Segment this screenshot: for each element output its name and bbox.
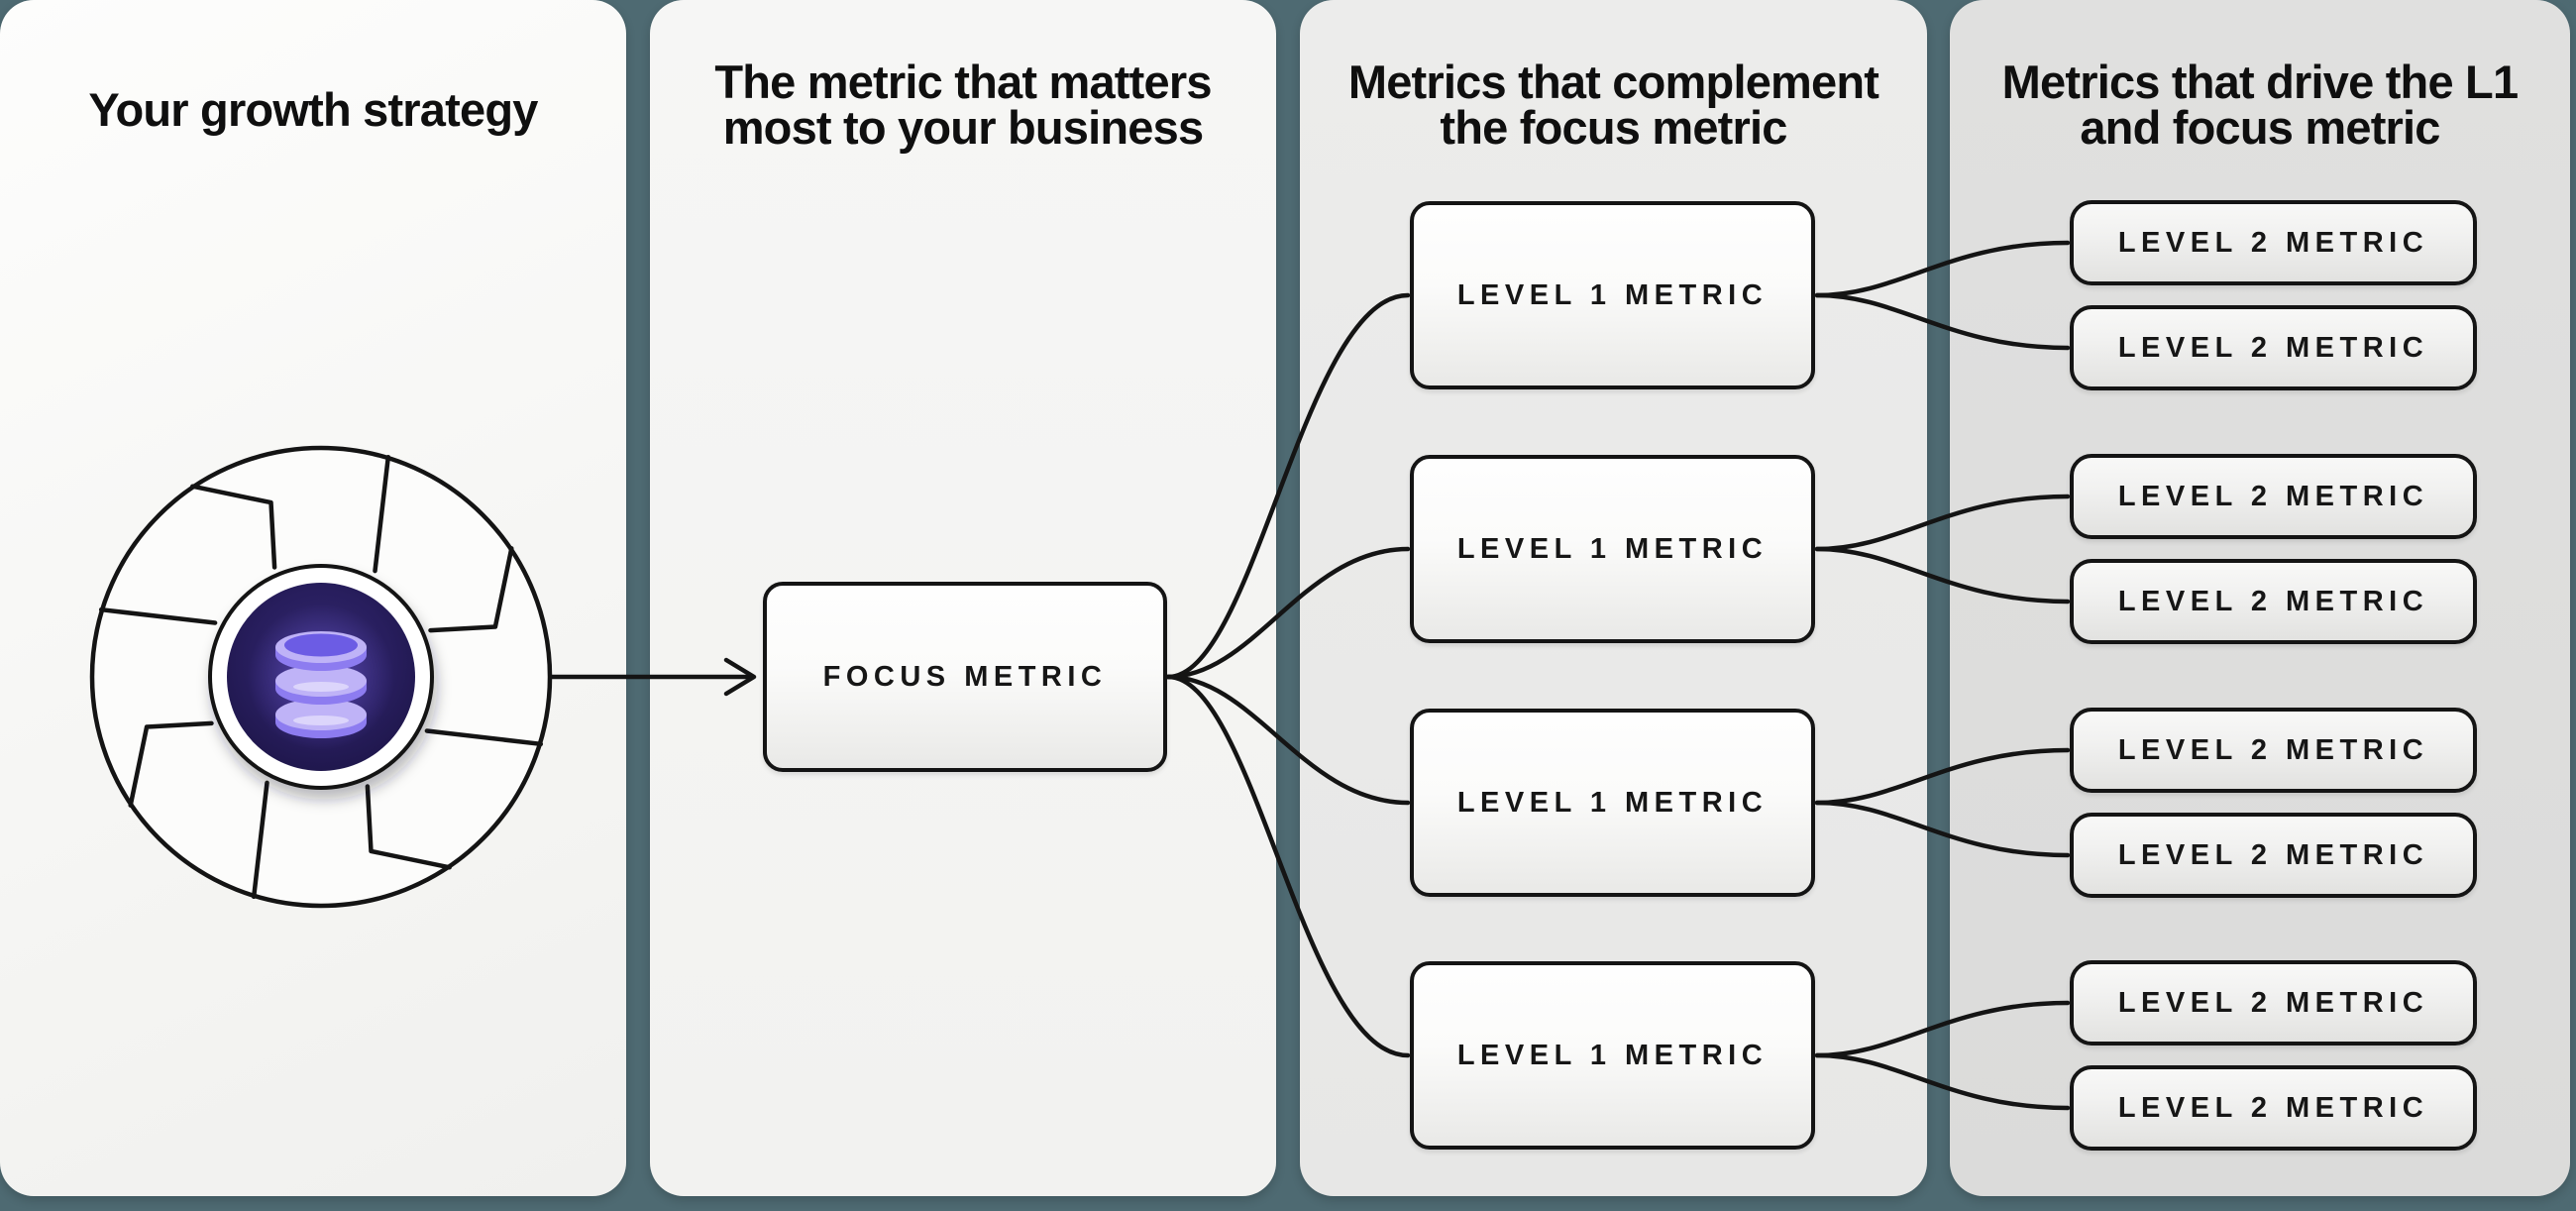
level1-metric-box: LEVEL 1 METRIC (1410, 709, 1815, 897)
panel-focus-metric: The metric that matters most to your bus… (650, 0, 1276, 1196)
level2-metric-label: LEVEL 2 METRIC (2117, 1091, 2429, 1124)
level1-metric-box: LEVEL 1 METRIC (1410, 455, 1815, 643)
level2-metric-label: LEVEL 2 METRIC (2117, 585, 2429, 617)
column-title-line: most to your business (722, 101, 1204, 154)
level2-metric-box: LEVEL 2 METRIC (2070, 708, 2477, 793)
level1-metric-box: LEVEL 1 METRIC (1410, 201, 1815, 389)
level1-metric-label: LEVEL 1 METRIC (1456, 532, 1769, 565)
level1-metric-box: LEVEL 1 METRIC (1410, 961, 1815, 1150)
level1-metric-label: LEVEL 1 METRIC (1456, 1039, 1769, 1071)
level2-metric-box: LEVEL 2 METRIC (2070, 559, 2477, 644)
flywheel-icon (89, 445, 553, 909)
level2-metric-box: LEVEL 2 METRIC (2070, 813, 2477, 898)
column-title: Metrics that drive the L1 and focus metr… (1950, 55, 2570, 154)
column-title-line: and focus metric (2080, 101, 2440, 154)
level2-metric-label: LEVEL 2 METRIC (2117, 331, 2429, 364)
level2-metric-box: LEVEL 2 METRIC (2070, 1065, 2477, 1151)
level1-metric-label: LEVEL 1 METRIC (1456, 786, 1769, 819)
level1-metric-label: LEVEL 1 METRIC (1456, 278, 1769, 311)
level2-metric-box: LEVEL 2 METRIC (2070, 960, 2477, 1046)
column-title: Metrics that complement the focus metric (1300, 55, 1927, 154)
column-title-line: The metric that matters (714, 55, 1212, 108)
level2-metric-label: LEVEL 2 METRIC (2117, 480, 2429, 512)
level2-metric-box: LEVEL 2 METRIC (2070, 200, 2477, 285)
column-title-line: the focus metric (1440, 101, 1787, 154)
column-title-line: Your growth strategy (88, 83, 538, 136)
column-title: The metric that matters most to your bus… (650, 55, 1276, 154)
focus-metric-label: FOCUS METRIC (822, 660, 1108, 693)
level2-metric-label: LEVEL 2 METRIC (2117, 733, 2429, 766)
level2-metric-label: LEVEL 2 METRIC (2117, 838, 2429, 871)
column-title-line: Metrics that complement (1347, 55, 1879, 108)
database-icon (275, 631, 367, 738)
focus-metric-box: FOCUS METRIC (763, 582, 1167, 772)
column-title: Your growth strategy (0, 83, 626, 136)
level2-metric-label: LEVEL 2 METRIC (2117, 226, 2429, 259)
level2-metric-box: LEVEL 2 METRIC (2070, 305, 2477, 390)
arrow-right-icon (723, 657, 757, 697)
level2-metric-box: LEVEL 2 METRIC (2070, 454, 2477, 539)
level2-metric-label: LEVEL 2 METRIC (2117, 986, 2429, 1019)
column-title-line: Metrics that drive the L1 (2001, 55, 2519, 108)
